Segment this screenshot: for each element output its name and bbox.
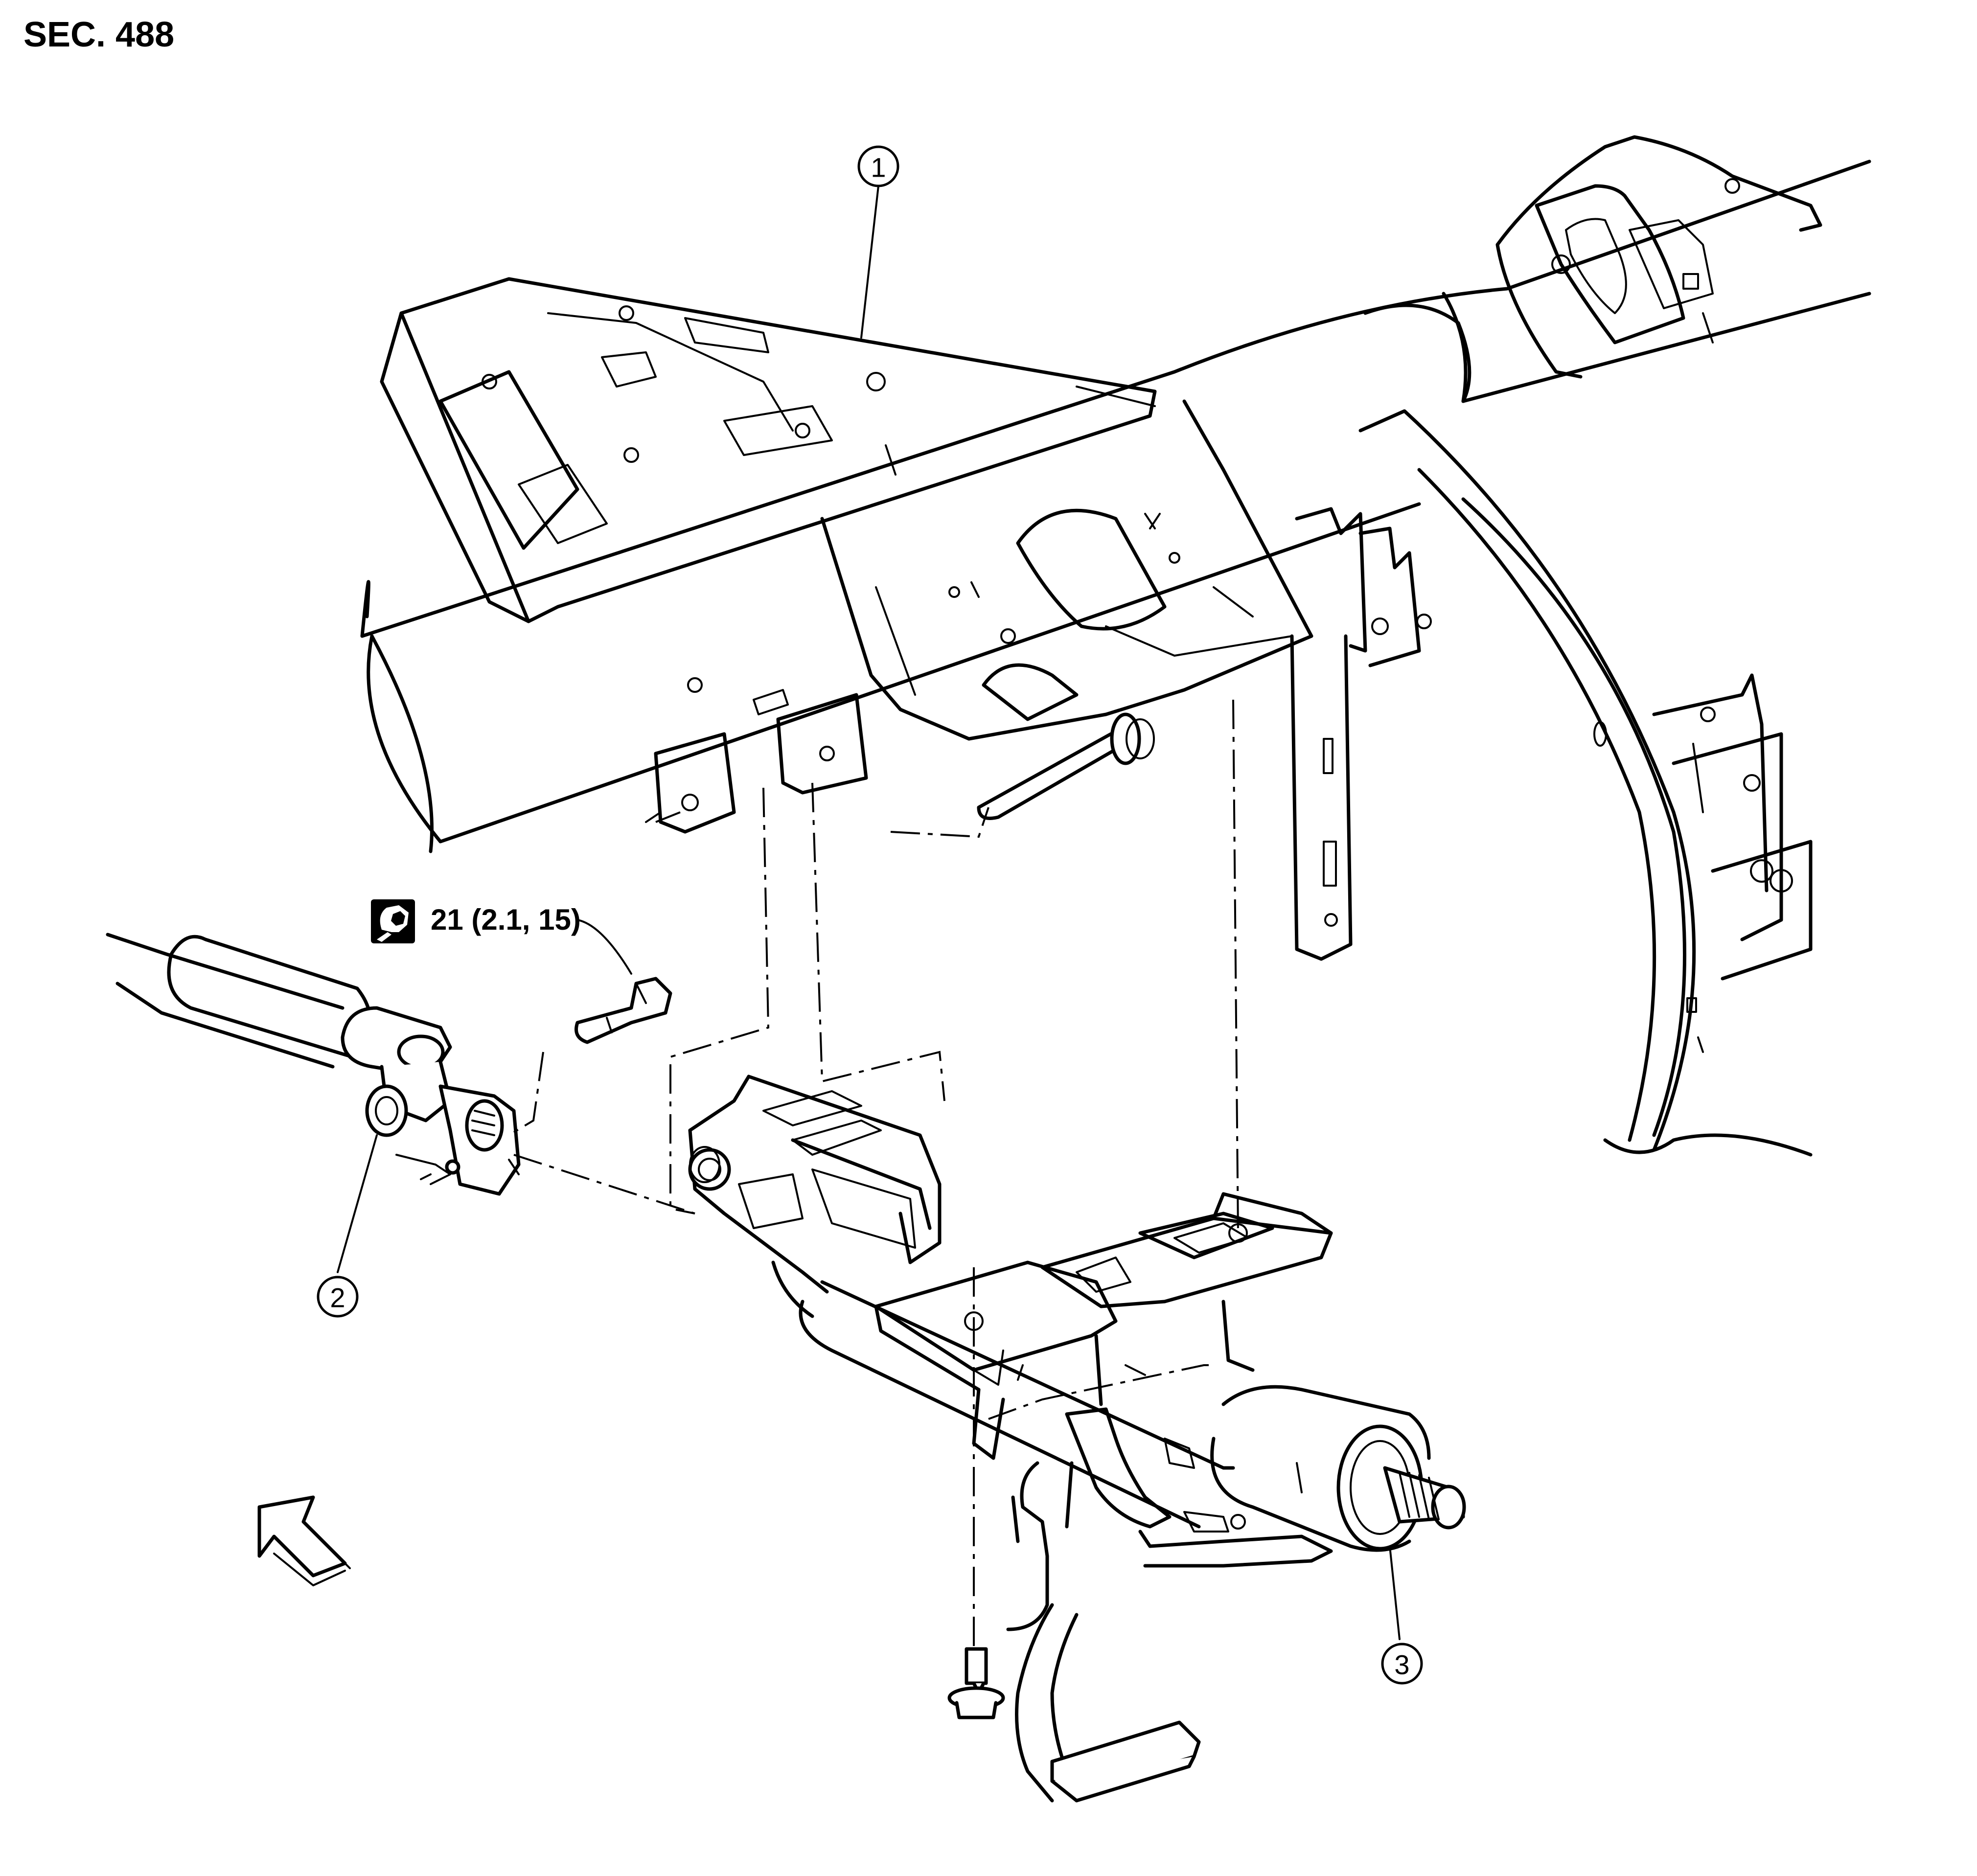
callout-1: 1 <box>857 145 899 187</box>
alignment-lines <box>508 699 1239 1649</box>
steering-column-assembly <box>688 1075 1466 1803</box>
callout-3: 3 <box>1381 1643 1423 1685</box>
lower-shaft-assembly <box>106 933 672 1196</box>
steering-member <box>360 160 1871 961</box>
steering-member-tube <box>360 160 1871 638</box>
column-mounting-bolt <box>977 712 1155 820</box>
callout-1-number: 1 <box>871 152 886 183</box>
column-lower-bolt <box>947 1647 1005 1719</box>
front-direction-arrow-icon <box>257 1495 351 1586</box>
callout-3-number: 3 <box>1394 1649 1409 1680</box>
lower-shaft <box>106 933 345 1010</box>
leader-lines <box>337 185 1401 1640</box>
torque-wrench-icon <box>371 899 415 943</box>
cowl-side-bracket <box>1358 135 1822 1157</box>
section-label: SEC. 488 <box>23 15 175 54</box>
torque-spec: 21 (2.1, 15) <box>371 899 581 943</box>
torque-value: 21 (2.1, 15) <box>431 903 581 936</box>
callout-2: 2 <box>317 1276 359 1318</box>
callout-2-number: 2 <box>330 1282 345 1313</box>
